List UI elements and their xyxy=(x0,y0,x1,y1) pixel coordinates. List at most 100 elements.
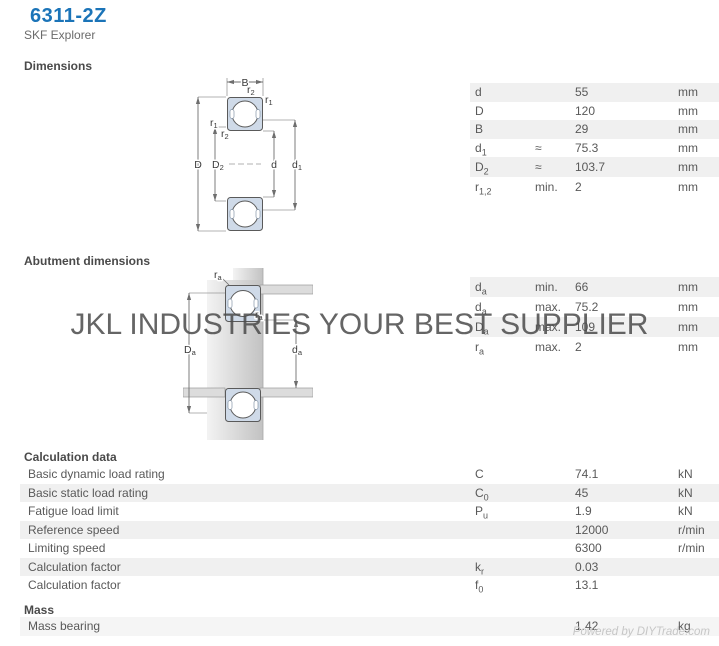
unit-cell: kN xyxy=(678,467,693,481)
table-row: Basic dynamic load rating C 74.1 kN xyxy=(20,465,719,484)
unit-cell: mm xyxy=(678,280,698,294)
abutment-table: da min. 66 mm da max. 75.2 mm Da max. 10… xyxy=(470,277,719,357)
table-row: Basic static load rating C0 45 kN xyxy=(20,483,719,502)
ball xyxy=(229,290,257,317)
unit-cell: r/min xyxy=(678,541,705,555)
table-row: Mass bearing 1.42 kg xyxy=(20,617,719,636)
symbol-cell: kr xyxy=(475,559,484,576)
dimension-lines xyxy=(186,278,299,414)
label-D: D xyxy=(194,159,202,171)
unit-cell: mm xyxy=(678,320,698,334)
shield-left xyxy=(229,109,235,119)
qualifier-cell: ≈ xyxy=(535,140,542,155)
qualifier-cell: max. xyxy=(535,320,562,334)
symbol-cell: D xyxy=(475,103,484,118)
label-cell: Mass bearing xyxy=(28,619,101,633)
qualifier-cell: min. xyxy=(535,280,558,294)
table-row: D2 ≈ 103.7 mm xyxy=(470,157,719,177)
ball xyxy=(231,200,259,228)
value-cell: 6300 xyxy=(575,541,602,555)
label-ra-mid: ra xyxy=(255,309,264,322)
label-cell: Fatigue load limit xyxy=(28,504,119,518)
unit-cell: mm xyxy=(678,180,698,194)
symbol-cell: f0 xyxy=(475,578,484,595)
ball xyxy=(229,391,257,419)
value-cell: 12000 xyxy=(575,522,609,537)
table-row: Calculation factor f0 13.1 xyxy=(20,576,719,595)
symbol-cell: ra xyxy=(475,340,485,357)
dimensions-heading: Dimensions xyxy=(24,59,93,73)
unit-cell: mm xyxy=(678,103,698,118)
ra-leader-line xyxy=(222,278,230,286)
dimensions-table: d 55 mm D 120 mm B 29 mm d1 ≈ 75.3 mm D2… xyxy=(470,83,719,197)
value-cell: 0.03 xyxy=(575,559,599,574)
dimension-lines xyxy=(195,79,298,231)
label-ra-top: ra xyxy=(214,269,223,282)
ball xyxy=(231,100,259,128)
table-row: d1 ≈ 75.3 mm xyxy=(470,139,719,158)
value-cell: 109 xyxy=(575,320,596,334)
label-r1-mid: r1 xyxy=(210,117,218,130)
label-r2-mid: r2 xyxy=(221,128,229,141)
dimensions-figure: B r2 r1 r1 r2 D D2 d d1 xyxy=(193,76,304,232)
table-row: da max. 75.2 mm xyxy=(470,297,719,317)
label-cell: Calculation factor xyxy=(28,559,121,574)
shield-left xyxy=(227,400,233,410)
shoulder-bottom-right xyxy=(259,387,313,398)
table-row: Da max. 109 mm xyxy=(470,317,719,337)
label-r2-top: r2 xyxy=(247,84,255,97)
label-d: d xyxy=(271,159,277,171)
unit-cell: kN xyxy=(678,485,693,500)
product-subtitle: SKF Explorer xyxy=(24,28,96,42)
symbol-cell: C xyxy=(475,467,484,481)
value-cell: 75.2 xyxy=(575,300,599,314)
symbol-cell: D2 xyxy=(475,160,489,177)
calculation-table: Basic dynamic load rating C 74.1 kN Basi… xyxy=(20,465,719,595)
unit-cell: kN xyxy=(678,504,693,518)
label-cell: Basic static load rating xyxy=(28,485,149,500)
shield-right xyxy=(255,209,261,219)
label-cell: Limiting speed xyxy=(28,541,106,555)
value-cell: 13.1 xyxy=(575,578,599,592)
qualifier-cell: min. xyxy=(535,180,558,194)
shield-right xyxy=(253,400,259,410)
shield-left xyxy=(227,298,233,309)
product-title[interactable]: 6311-2Z xyxy=(30,5,107,27)
value-cell: 29 xyxy=(575,122,589,136)
value-cell: 103.7 xyxy=(575,160,606,174)
symbol-cell: d xyxy=(475,85,482,99)
abutment-heading: Abutment dimensions xyxy=(24,254,151,268)
label-da: da xyxy=(292,344,303,357)
label-Da: Da xyxy=(184,344,197,357)
label-cell: Basic dynamic load rating xyxy=(28,467,165,481)
mass-table: Mass bearing 1.42 kg xyxy=(20,617,719,636)
bearing-cross-section-bottom xyxy=(225,388,261,422)
symbol-cell: Pu xyxy=(475,504,489,521)
unit-cell: mm xyxy=(678,340,698,354)
unit-cell: mm xyxy=(678,300,698,314)
bearing-cross-section-top xyxy=(227,97,263,131)
label-d1: d1 xyxy=(292,159,302,172)
value-cell: 75.3 xyxy=(575,140,599,155)
table-row: r1,2 min. 2 mm xyxy=(470,177,719,197)
unit-cell: mm xyxy=(678,140,698,155)
shield-left xyxy=(229,209,235,219)
unit-cell: mm xyxy=(678,122,698,136)
table-row: Reference speed 12000 r/min xyxy=(20,520,719,539)
mass-heading: Mass xyxy=(24,603,55,617)
label-D2: D2 xyxy=(212,159,224,172)
calculation-heading: Calculation data xyxy=(24,450,117,464)
bearing-cross-section-bottom xyxy=(227,197,263,231)
symbol-cell: Da xyxy=(475,320,489,337)
value-cell: 45 xyxy=(575,485,589,500)
value-cell: 55 xyxy=(575,85,589,99)
unit-cell: mm xyxy=(678,160,698,174)
symbol-cell: da xyxy=(475,280,487,297)
unit-cell: mm xyxy=(678,85,698,99)
shoulder-top-right xyxy=(259,284,313,295)
table-row: D 120 mm xyxy=(470,102,719,121)
label-cell: Reference speed xyxy=(28,522,120,537)
value-cell: 1.42 xyxy=(575,619,599,633)
symbol-cell: r1,2 xyxy=(475,180,492,197)
symbol-cell: B xyxy=(475,122,484,136)
